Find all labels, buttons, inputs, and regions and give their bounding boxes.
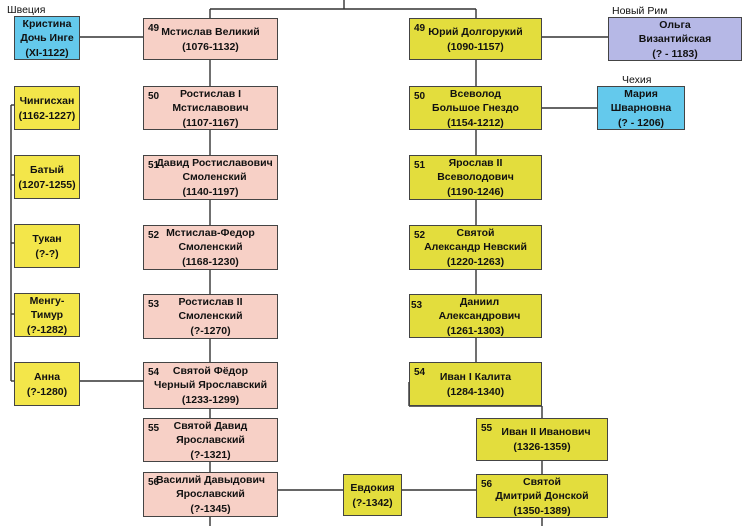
person-box-chinggis: Чингисхан (1162-1227) [14,86,80,130]
person-name: Ярослав II Всеволодович [437,157,514,183]
person-box-vasily: 56 Василий Давыдович Ярославский (?-1345… [143,472,278,517]
person-dates: (1233-1299) [181,394,240,406]
person-dates: (1190-1246) [447,186,504,198]
person-dates: (?-?) [35,247,59,260]
generation-number: 55 [481,423,493,434]
person-name: Мария Шварновна [610,87,672,114]
person-box-fedor-cherny: 54 Святой Фёдор Черный Ярославский (1233… [143,362,278,409]
person-dates: (?-1270) [190,325,231,337]
generation-number: 53 [411,300,423,311]
person-name: Святой Александр Невский [424,227,527,253]
person-dates: (1220-1263) [446,256,505,268]
person-box-mengu-timur: Менгу- Тимур (?-1282) [14,293,80,337]
person-dates: (1154-1212) [447,116,504,129]
person-box-david-yaroslavsky: 55 Святой Давид Ярославский (?-1321) [143,418,278,462]
person-name: Мстислав-Федор Смоленский [166,227,255,253]
person-name: Мстислав Великий [161,25,260,38]
generation-number: 51 [148,160,160,171]
person-box-dmitry-donskoy: 56 Святой Дмитрий Донской (1350-1389) [476,474,608,518]
person-box-david-smolensky: 51 Давид Ростиславович Смоленский (1140-… [143,155,278,200]
caption-czechia: Чехия [622,74,652,86]
person-box-kristina: Кристина Дочь Инге (XI-1122) [14,16,80,60]
person-name: Ростислав II Смоленский [178,296,243,322]
generation-number: 54 [148,367,160,378]
person-box-olga: Ольга Византийская (? - 1183) [608,17,742,61]
person-box-maria-shvarnovna: Мария Шварновна (? - 1206) [597,86,685,130]
person-dates: (1207-1255) [18,178,76,191]
person-name: Иван I Калита [439,370,512,383]
person-box-daniil: 53 Даниил Александрович (1261-1303) [409,294,542,338]
person-dates: (?-1345) [190,503,231,515]
person-box-batu: Батый (1207-1255) [14,155,80,199]
person-dates: (1162-1227) [18,109,76,122]
person-dates: (? - 1183) [652,47,698,60]
person-name: Святой Фёдор Черный Ярославский [153,365,268,391]
person-dates: (1284-1340) [446,385,505,398]
person-dates: (1076-1132) [182,40,239,53]
person-box-rostislav-2: 53 Ростислав II Смоленский (?-1270) [143,294,278,339]
person-name: Анна [33,370,61,383]
caption-sweden: Швеция [7,4,46,16]
caption-new-rome: Новый Рим [612,5,668,17]
generation-number: 49 [148,23,160,34]
generation-number: 50 [148,91,160,102]
person-dates: (1090-1157) [447,40,504,53]
generation-number: 56 [481,479,493,490]
person-dates: (?-1321) [190,448,231,461]
person-name: Чингисхан [19,94,75,107]
person-box-tukan: Тукан (?-?) [14,224,80,268]
generation-number: 52 [414,230,426,241]
person-dates: (1140-1197) [182,186,239,198]
generation-number: 54 [414,367,426,378]
person-name: Василий Давыдович Ярославский [155,474,266,500]
person-dates: (1350-1389) [513,504,571,517]
generation-number: 55 [148,423,160,434]
person-dates: (1326-1359) [513,441,571,453]
person-name: Давид Ростиславович Смоленский [156,157,273,183]
person-name: Святой Давид Ярославский [173,419,248,446]
person-dates: (? - 1206) [617,116,665,129]
person-dates: (?-1280) [26,385,68,398]
person-name: Иван II Иванович [501,426,591,438]
generation-number: 50 [414,91,426,102]
generation-number: 56 [148,477,160,488]
person-box-vsevolod: 50 Всеволод Большое Гнездо (1154-1212) [409,86,542,130]
person-box-mstislav-veliky: 49 Мстислав Великий (1076-1132) [143,18,278,60]
person-name: Даниил Александрович [438,295,521,322]
person-dates: (?-1342) [352,496,393,509]
person-name: Всеволод Большое Гнездо [432,87,519,114]
person-box-evdokia: Евдокия (?-1342) [343,474,402,516]
person-dates: (1107-1167) [182,116,239,129]
generation-number: 51 [414,160,426,171]
generation-number: 53 [148,299,160,310]
person-name: Ростислав I Мстиславович [172,87,249,114]
person-name: Батый [30,163,64,176]
person-dates: (1261-1303) [446,324,505,337]
person-name: Менгу- Тимур [29,294,65,321]
generation-number: 49 [414,23,426,34]
person-box-rostislav-1: 50 Ростислав I Мстиславович (1107-1167) [143,86,278,130]
person-box-ivan-kalita: 54 Иван I Калита (1284-1340) [409,362,542,406]
person-dates: (?-1282) [26,323,68,336]
person-name: Святой Дмитрий Донской [495,475,589,502]
person-box-ivan-2: 55 Иван II Иванович (1326-1359) [476,418,608,461]
person-box-yuri-dolgoruky: 49 Юрий Долгорукий (1090-1157) [409,18,542,60]
person-box-mstislav-fedor: 52 Мстислав-Федор Смоленский (1168-1230) [143,225,278,270]
person-box-yaroslav-2: 51 Ярослав II Всеволодович (1190-1246) [409,155,542,200]
person-name: Юрий Долгорукий [428,25,523,38]
person-dates: (XI-1122) [25,46,69,59]
person-box-alexander-nevsky: 52 Святой Александр Невский (1220-1263) [409,225,542,270]
person-name: Евдокия [350,481,395,494]
person-box-anna: Анна (?-1280) [14,362,80,406]
person-name: Кристина Дочь Инге [20,17,74,44]
person-name: Ольга Византийская [638,18,712,45]
person-dates: (1168-1230) [182,256,239,268]
generation-number: 52 [148,230,160,241]
person-name: Тукан [32,232,62,245]
